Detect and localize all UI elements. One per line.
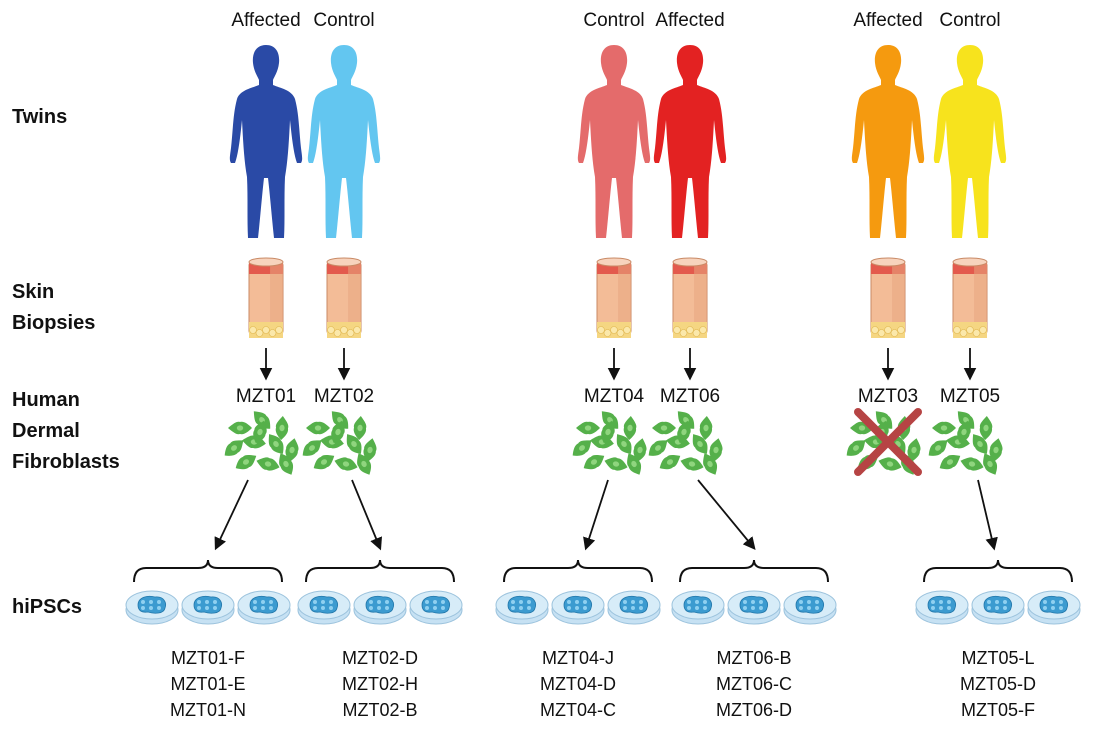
row-label-hipscs: hiPSCs — [12, 596, 83, 618]
petri-dish-icon-mzt05-3 — [1027, 590, 1081, 625]
clone-list-mzt05: MZT05-L MZT05-D MZT05-F — [938, 645, 1058, 723]
petri-dish-icon-mzt04-2 — [551, 590, 605, 625]
row-label-skin-biopsies: Skin Biopsies — [12, 281, 96, 334]
fibroblast-cluster-icon-mzt06 — [648, 411, 723, 475]
twin-status-mzt03: Affected — [853, 10, 923, 31]
clone-label: MZT02-D — [342, 648, 418, 668]
group-brace-mzt02 — [305, 559, 455, 583]
clone-label: MZT01-E — [170, 674, 246, 694]
skin-biopsy-icon-mzt03 — [870, 257, 906, 338]
person-silhouette-icon-mzt05 — [933, 45, 1007, 238]
skin-biopsy-icon-mzt05 — [952, 257, 988, 338]
twin-status-mzt01: Affected — [231, 10, 301, 31]
clone-list-mzt02: MZT02-D MZT02-H MZT02-B — [320, 645, 440, 723]
clone-label: MZT05-F — [961, 700, 1035, 720]
row-label-dermal-fibroblasts: Human Dermal Fibroblasts — [12, 389, 120, 473]
arrow-icon-mzt06-to-ipsc — [697, 479, 756, 550]
arrow-icon-mzt02-to-ipsc — [351, 479, 382, 551]
petri-dish-icon-mzt05-2 — [971, 590, 1025, 625]
clone-label: MZT06-C — [716, 674, 792, 694]
arrow-icon-mzt01-to-ipsc — [214, 479, 249, 551]
person-silhouette-icon-mzt04 — [577, 45, 651, 238]
petri-dish-icon-mzt06-1 — [671, 590, 725, 625]
clone-label: MZT06-B — [716, 648, 792, 668]
petri-dish-icon-mzt04-1 — [495, 590, 549, 625]
person-silhouette-icon-mzt01 — [229, 45, 303, 238]
twin-status-mzt06: Affected — [655, 10, 725, 31]
group-brace-mzt01 — [133, 559, 283, 583]
arrow-icon-mzt04-to-ipsc — [583, 479, 609, 551]
person-silhouette-icon-mzt06 — [653, 45, 727, 238]
petri-dish-icon-mzt06-2 — [727, 590, 781, 625]
petri-dish-icon-mzt02-3 — [409, 590, 463, 625]
skin-biopsy-icon-mzt02 — [326, 257, 362, 338]
fibroblast-cluster-icon-mzt04 — [572, 411, 647, 475]
fibroblast-line-label-mzt02: MZT02 — [313, 386, 375, 407]
petri-dish-icon-mzt01-2 — [181, 590, 235, 625]
fibroblast-line-label-mzt06: MZT06 — [659, 386, 721, 407]
arrow-icon-mzt05-to-ipsc — [977, 479, 998, 551]
petri-dish-icon-mzt01-1 — [125, 590, 179, 625]
clone-label: MZT01-N — [170, 700, 246, 720]
fibroblast-line-label-mzt04: MZT04 — [583, 386, 645, 407]
twin-status-mzt05: Control — [939, 10, 1001, 31]
group-brace-mzt06 — [679, 559, 829, 583]
petri-dish-icon-mzt02-1 — [297, 590, 351, 625]
fibroblast-line-label-mzt03: MZT03 — [857, 386, 919, 407]
skin-biopsy-icon-mzt06 — [672, 257, 708, 338]
clone-list-mzt04: MZT04-J MZT04-D MZT04-C — [518, 645, 638, 723]
skin-biopsy-icon-mzt01 — [248, 257, 284, 338]
clone-label: MZT05-D — [960, 674, 1036, 694]
row-label-twins: Twins — [12, 106, 68, 128]
clone-label: MZT04-D — [540, 674, 616, 694]
group-brace-mzt04 — [503, 559, 653, 583]
clone-list-mzt01: MZT01-F MZT01-E MZT01-N — [148, 645, 268, 723]
skin-biopsy-icon-mzt04 — [596, 257, 632, 338]
fibroblast-cluster-icon-mzt05 — [928, 411, 1003, 475]
fibroblast-line-label-mzt01: MZT01 — [235, 386, 297, 407]
fibroblast-line-label-mzt05: MZT05 — [939, 386, 1001, 407]
petri-dish-icon-mzt05-1 — [915, 590, 969, 625]
clone-label: MZT02-H — [342, 674, 418, 694]
clone-label: MZT01-F — [171, 648, 245, 668]
clone-label: MZT04-J — [542, 648, 614, 668]
group-brace-mzt05 — [923, 559, 1073, 583]
person-silhouette-icon-mzt02 — [307, 45, 381, 238]
cross-icon-mzt03 — [854, 408, 922, 476]
clone-label: MZT06-D — [716, 700, 792, 720]
petri-dish-icon-mzt06-3 — [783, 590, 837, 625]
petri-dish-icon-mzt02-2 — [353, 590, 407, 625]
clone-label: MZT04-C — [540, 700, 616, 720]
petri-dish-icon-mzt04-3 — [607, 590, 661, 625]
person-silhouette-icon-mzt03 — [851, 45, 925, 238]
twin-status-mzt02: Control — [313, 10, 375, 31]
fibroblast-cluster-icon-mzt01 — [224, 411, 299, 475]
clone-list-mzt06: MZT06-B MZT06-C MZT06-D — [694, 645, 814, 723]
fibroblast-cluster-icon-mzt02 — [302, 411, 377, 475]
clone-label: MZT02-B — [342, 700, 418, 720]
clone-label: MZT05-L — [961, 648, 1035, 668]
twin-status-mzt04: Control — [583, 10, 645, 31]
petri-dish-icon-mzt01-3 — [237, 590, 291, 625]
